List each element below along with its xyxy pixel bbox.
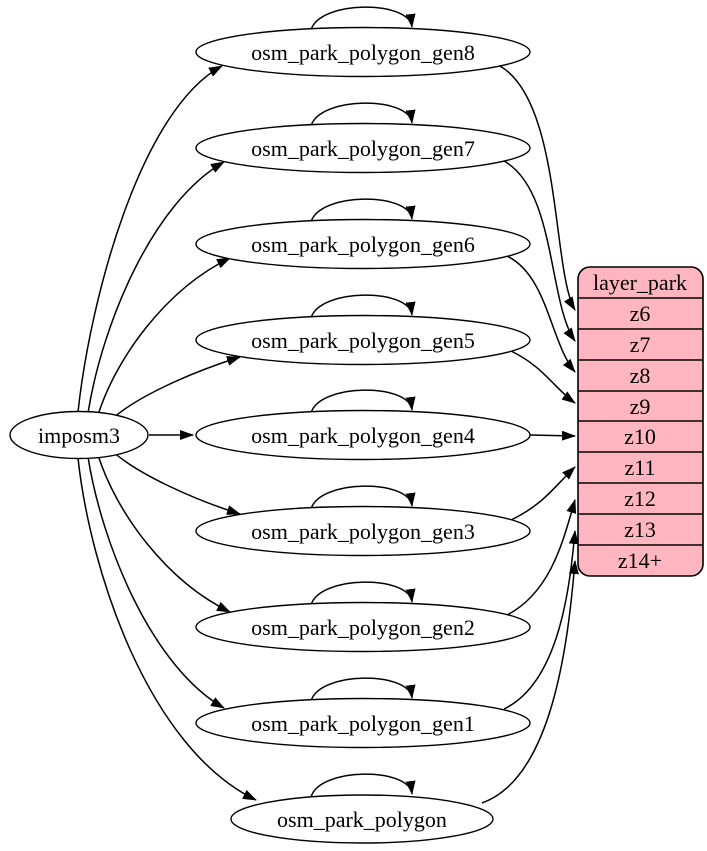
gen5-ellipse (195, 314, 531, 366)
layer-park-row-z10: z10 (624, 424, 656, 449)
edge-imposm3-to-gen5 (111, 356, 241, 420)
edges-from-source (77, 65, 257, 801)
layer-park-row-z12: z12 (624, 486, 656, 511)
gen8-label: osm_park_polygon_gen8 (251, 40, 475, 65)
node-osm-park-polygon-gen5: osm_park_polygon_gen5 (195, 314, 531, 366)
edge-gen5-to-z9 (510, 350, 576, 404)
layer-park-table: layer_park z6 z7 z8 z9 z10 z11 z12 z13 z… (577, 266, 704, 577)
node-imposm3: imposm3 (9, 410, 149, 460)
gen3-label: osm_park_polygon_gen3 (251, 519, 475, 544)
layer-park-row-z11: z11 (625, 455, 656, 480)
edge-gen6-to-z8 (506, 255, 576, 373)
gen7-label: osm_park_polygon_gen7 (251, 136, 475, 161)
edge-gen8-to-z6 (499, 65, 576, 311)
gen7-ellipse (195, 122, 531, 174)
edge-gen3-to-z11 (510, 466, 576, 521)
edge-gen1-to-z13 (503, 530, 579, 710)
imposm3-label: imposm3 (38, 423, 120, 448)
node-osm-park-polygon-gen2: osm_park_polygon_gen2 (195, 601, 531, 653)
gen6-label: osm_park_polygon_gen6 (251, 232, 475, 257)
gen1-label: osm_park_polygon_gen1 (251, 711, 475, 736)
gen2-label: osm_park_polygon_gen2 (251, 615, 475, 640)
layer-park-row-z14: z14+ (618, 548, 662, 573)
self-loop-gen4 (310, 389, 416, 414)
gen3-ellipse (195, 505, 531, 557)
self-loop-gen5 (310, 294, 416, 319)
self-loop-gen2 (310, 581, 416, 606)
node-osm-park-polygon-gen3: osm_park_polygon_gen3 (195, 505, 531, 557)
self-loop-gen8 (310, 6, 416, 31)
self-loop-gen7 (310, 102, 416, 127)
gen4-label: osm_park_polygon_gen4 (251, 423, 475, 448)
node-osm-park-polygon: osm_park_polygon (230, 794, 494, 844)
edge-imposm3-to-gen8 (77, 65, 223, 413)
self-loop-gen6 (310, 198, 416, 223)
edges-to-layer-table (481, 65, 579, 804)
edge-imposm3-to-gen2 (97, 454, 231, 613)
gen6-ellipse (195, 218, 531, 270)
gen2-ellipse (195, 601, 531, 653)
gen1-ellipse (195, 697, 531, 749)
gen4-ellipse (195, 409, 531, 461)
edge-imposm3-to-gen7 (87, 161, 225, 414)
node-osm-park-polygon-gen4: osm_park_polygon_gen4 (195, 409, 531, 461)
self-loop-gen1 (310, 677, 416, 702)
gen8-ellipse (195, 26, 531, 78)
edge-gen7-to-z7 (503, 160, 576, 342)
layer-park-row-z8: z8 (630, 363, 651, 388)
edge-gen4-to-z10 (529, 430, 576, 441)
edge-imposm3-to-gen3 (111, 450, 241, 515)
polygon-label: osm_park_polygon (277, 807, 447, 832)
layer-park-row-z7: z7 (630, 332, 651, 357)
node-osm-park-polygon-gen7: osm_park_polygon_gen7 (195, 122, 531, 174)
edge-gen2-to-z12 (506, 499, 577, 616)
layer-park-row-z9: z9 (630, 394, 651, 419)
self-loops (310, 6, 416, 798)
edge-imposm3-to-gen6 (97, 257, 231, 416)
self-loop-polygon (310, 773, 416, 798)
layer-park-title: layer_park (593, 270, 687, 295)
layer-park-row-z13: z13 (624, 517, 656, 542)
imposm3-ellipse (9, 410, 149, 460)
edge-polygon-to-z14 (481, 560, 579, 804)
node-osm-park-polygon-gen8: osm_park_polygon_gen8 (195, 26, 531, 78)
self-loop-gen3 (310, 485, 416, 510)
gen5-label: osm_park_polygon_gen5 (251, 328, 475, 353)
node-osm-park-polygon-gen1: osm_park_polygon_gen1 (195, 697, 531, 749)
edge-imposm3-to-gen1 (87, 456, 225, 709)
layer-park-row-z6: z6 (630, 301, 651, 326)
edge-imposm3-to-polygon (77, 457, 257, 801)
node-osm-park-polygon-gen6: osm_park_polygon_gen6 (195, 218, 531, 270)
polygon-ellipse (230, 794, 494, 844)
